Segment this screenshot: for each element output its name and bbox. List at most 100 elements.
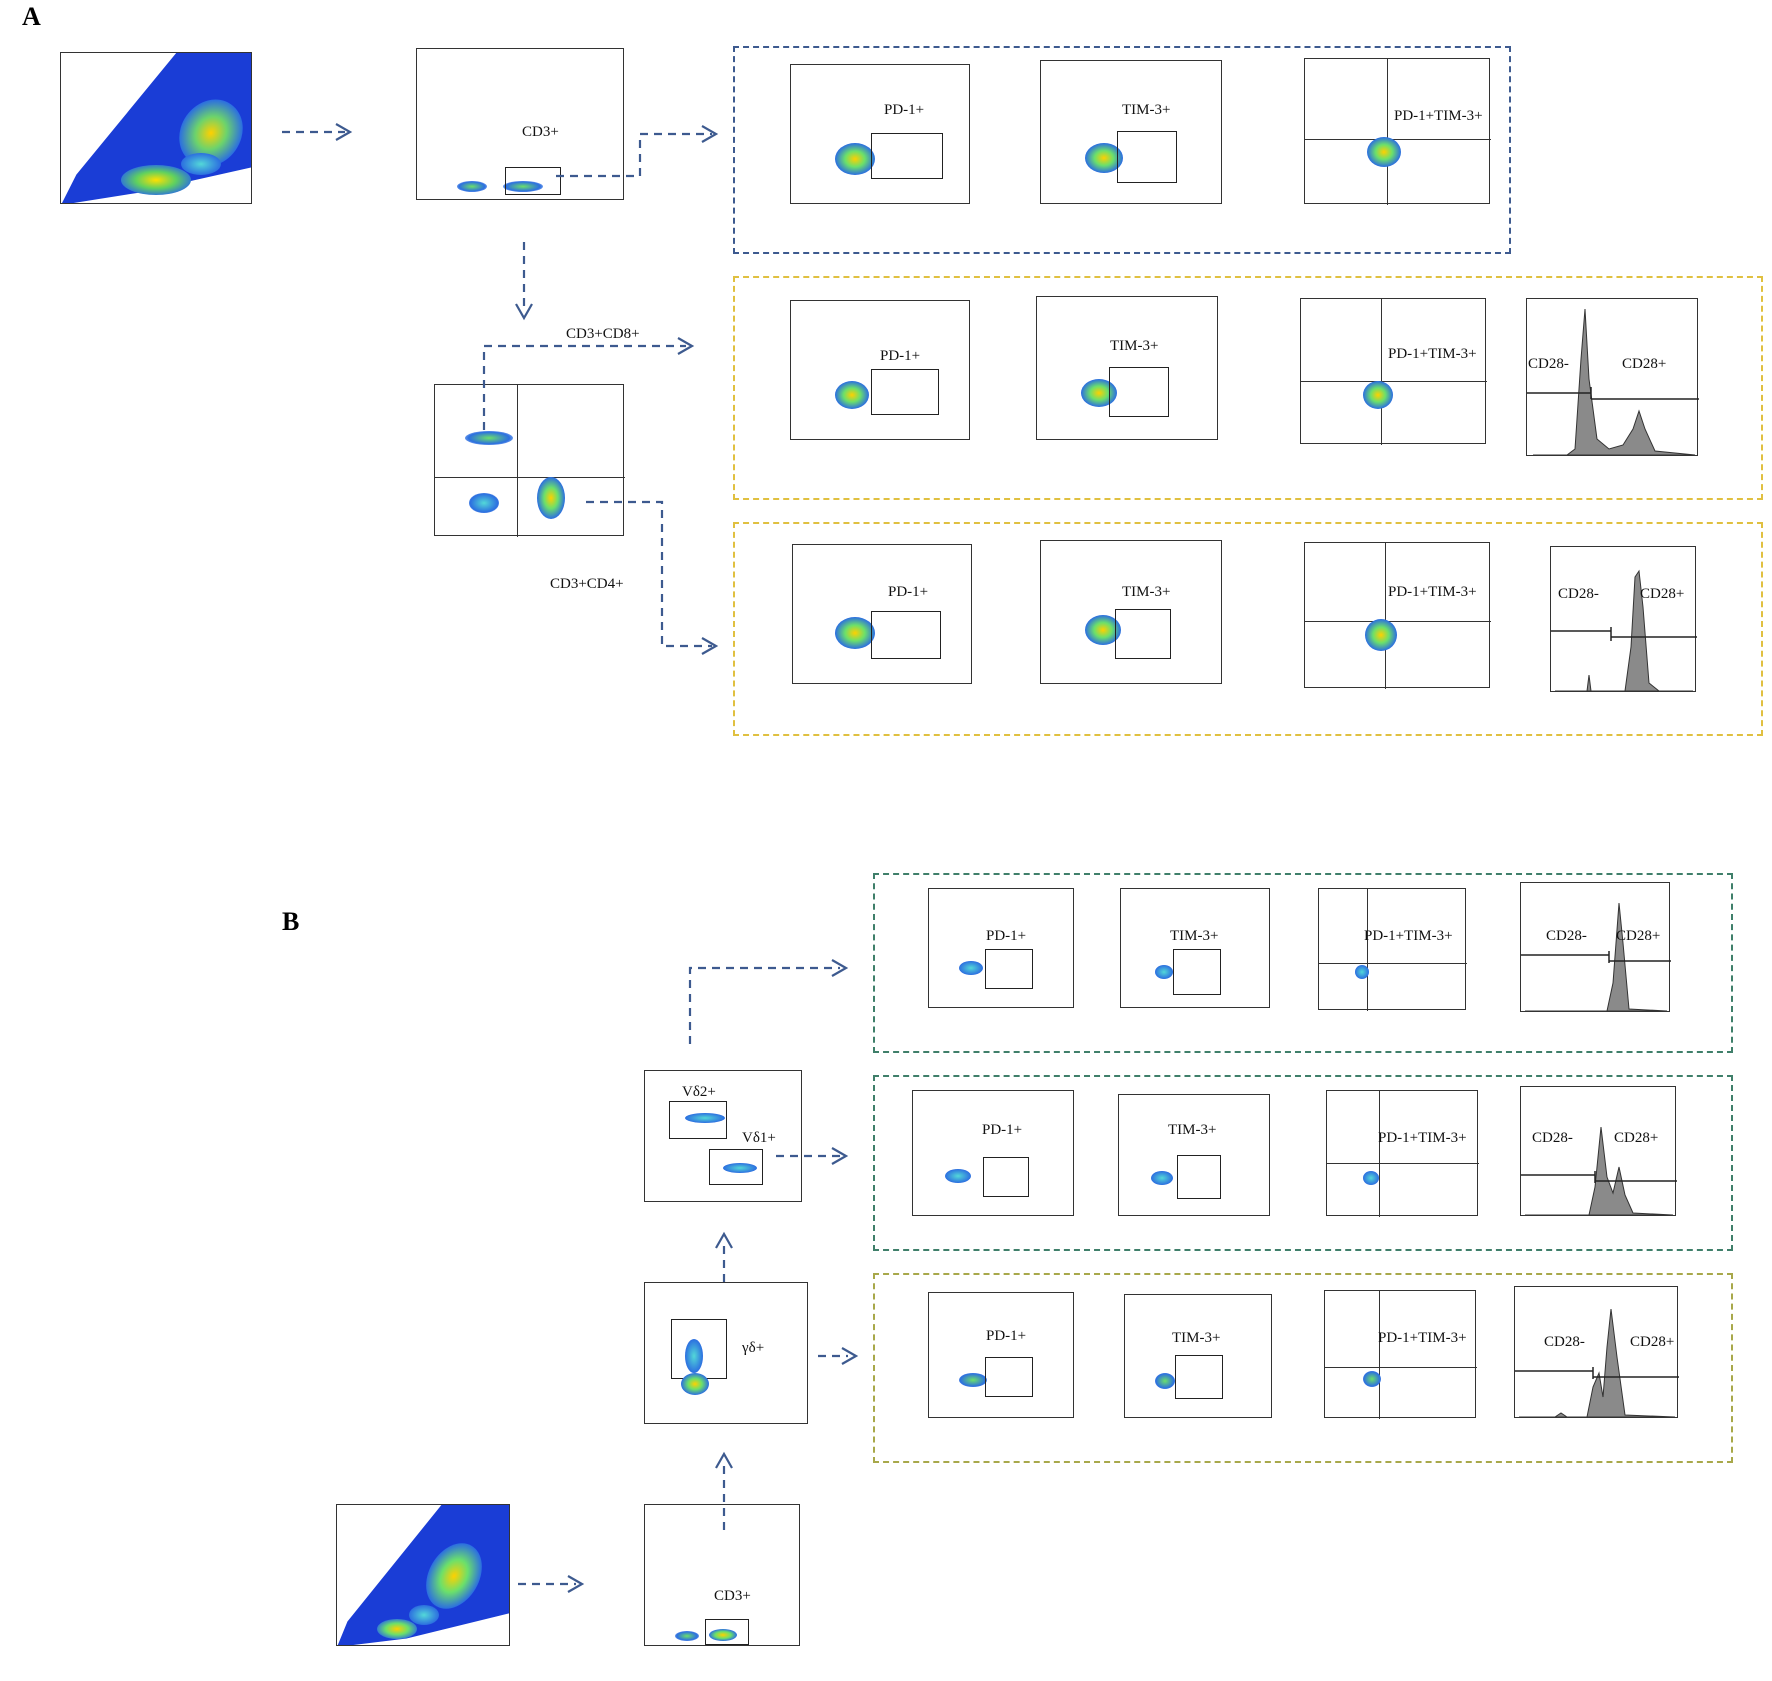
- tim3-gate: [1117, 131, 1177, 183]
- population-cluster: [723, 1163, 757, 1173]
- pd1-gate: [985, 949, 1033, 989]
- a-cd3-quadrant-plot: [1304, 58, 1491, 205]
- a-cd4-pd1-label: PD-1+: [888, 584, 929, 600]
- arrow-head: [715, 1451, 733, 1469]
- a-cd3-pd1-label: PD-1+: [884, 102, 925, 118]
- arrow-head: [715, 1231, 733, 1249]
- arrow-head: [515, 303, 533, 321]
- b-row2-pd1-plot: [912, 1090, 1074, 1216]
- population-cluster: [1155, 965, 1173, 979]
- population-cluster: [945, 1169, 971, 1183]
- a-cd4-tim3-label: TIM-3+: [1122, 584, 1171, 600]
- monocyte-cluster: [181, 153, 221, 175]
- b-row1-cd28pos-label: CD28+: [1616, 928, 1661, 944]
- arrow-head: [701, 125, 719, 143]
- arrow-head: [335, 123, 353, 141]
- b-row2-tim3-label: TIM-3+: [1168, 1122, 1217, 1138]
- a-cd8-cd4-plot: [434, 384, 625, 537]
- quadrant-gate-horizontal: [435, 477, 625, 478]
- b-row3-tim3-label: TIM-3+: [1172, 1330, 1221, 1346]
- pd1-gate: [985, 1357, 1033, 1397]
- population-cluster: [835, 381, 869, 409]
- a-cd3cd8-label: CD3+CD8+: [566, 326, 640, 342]
- pd1-gate: [983, 1157, 1029, 1197]
- a-cd8-cd28neg-label: CD28-: [1528, 356, 1569, 372]
- a-cd8-pd1tim3-label: PD-1+TIM-3+: [1388, 346, 1477, 362]
- b-vd2-label: Vδ2+: [682, 1084, 716, 1100]
- a-cd8-cd28pos-label: CD28+: [1622, 356, 1667, 372]
- cd3-negative-cluster: [457, 181, 487, 192]
- b-vd1-label: Vδ1+: [742, 1130, 776, 1146]
- population-cluster: [1355, 965, 1369, 979]
- population-cluster: [1085, 143, 1123, 173]
- b-row3-cd28-histogram: [1514, 1286, 1679, 1418]
- b-row3-pd1-plot: [928, 1292, 1074, 1418]
- population-cluster: [1363, 1371, 1381, 1387]
- cd28-histogram-curve: [1515, 1308, 1679, 1418]
- cd4-subset-box: [733, 522, 1763, 736]
- arrow-head: [567, 1575, 585, 1593]
- a-cd3-label: CD3+: [522, 124, 559, 140]
- a-cd8-pd1-label: PD-1+: [880, 348, 921, 364]
- a-cd4-cd28pos-label: CD28+: [1640, 586, 1685, 602]
- b-row3-cd28pos-label: CD28+: [1630, 1334, 1675, 1350]
- cd8-subset-box: [733, 276, 1763, 500]
- tim3-gate: [1115, 609, 1171, 659]
- vd1-gate: [709, 1149, 763, 1185]
- b-row3-quadrant-plot: [1324, 1290, 1477, 1419]
- quadrant-gate-horizontal: [1301, 381, 1487, 382]
- b-row2-cd28-histogram: [1520, 1086, 1677, 1216]
- cd3-gate: [705, 1619, 749, 1645]
- panel-letter-a: A: [22, 2, 41, 31]
- b-row1-pd1tim3-label: PD-1+TIM-3+: [1364, 928, 1453, 944]
- a-cd3-tim3-label: TIM-3+: [1122, 102, 1171, 118]
- lymphocyte-cluster: [121, 165, 191, 195]
- tim3-gate: [1173, 949, 1221, 995]
- pd1-gate: [871, 611, 941, 659]
- population-cluster: [469, 493, 499, 513]
- arrow-cd3-to-blue: [556, 132, 712, 178]
- population-cluster: [685, 1339, 703, 1373]
- population-cluster: [835, 143, 875, 175]
- vd1-subset-box: [873, 1075, 1733, 1251]
- population-cluster: [1151, 1171, 1173, 1185]
- population-cluster: [409, 1605, 439, 1625]
- b-vd1-vd2-plot: [644, 1070, 802, 1202]
- arrow-head: [831, 959, 849, 977]
- b-row3-tim3-plot: [1124, 1294, 1272, 1418]
- tim3-gate: [1109, 367, 1169, 417]
- cd28-histogram-curve: [1521, 902, 1671, 1012]
- b-fsc-ssc-plot: [336, 1504, 510, 1646]
- population-cluster: [1155, 1373, 1175, 1389]
- a-cd3-pd1-plot: [790, 64, 970, 204]
- population-cluster: [1363, 1171, 1379, 1185]
- population-cluster: [1365, 619, 1397, 651]
- quadrant-gate-horizontal: [1305, 621, 1491, 622]
- b-cd3-label: CD3+: [714, 1588, 751, 1604]
- population-cluster: [709, 1629, 737, 1641]
- quadrant-gate-horizontal: [1319, 963, 1467, 964]
- b-row3-pd1-label: PD-1+: [986, 1328, 1027, 1344]
- b-row2-cd28pos-label: CD28+: [1614, 1130, 1659, 1146]
- pd1-gate: [871, 133, 943, 179]
- b-row3-pd1tim3-label: PD-1+TIM-3+: [1378, 1330, 1467, 1346]
- a-cd8-tim3-label: TIM-3+: [1110, 338, 1159, 354]
- quadrant-gate-horizontal: [1305, 139, 1491, 140]
- arrow-head: [831, 1147, 849, 1165]
- population-cluster: [835, 617, 875, 649]
- b-row1-tim3-plot: [1120, 888, 1270, 1008]
- population-cluster: [959, 1373, 987, 1387]
- a-cd4-pd1tim3-label: PD-1+TIM-3+: [1388, 584, 1477, 600]
- b-gd-plot: [644, 1282, 808, 1424]
- b-row3-cd28neg-label: CD28-: [1544, 1334, 1585, 1350]
- quadrant-gate-horizontal: [1327, 1163, 1479, 1164]
- population-cluster: [681, 1373, 709, 1395]
- population-cluster: [675, 1631, 699, 1641]
- population-cluster: [685, 1113, 725, 1123]
- cd3-positive-cluster: [503, 181, 543, 192]
- cd8-cluster: [465, 431, 513, 445]
- quadrant-gate-vertical: [1367, 889, 1368, 1011]
- a-cd8-tim3-plot: [1036, 296, 1218, 440]
- b-row2-pd1tim3-label: PD-1+TIM-3+: [1378, 1130, 1467, 1146]
